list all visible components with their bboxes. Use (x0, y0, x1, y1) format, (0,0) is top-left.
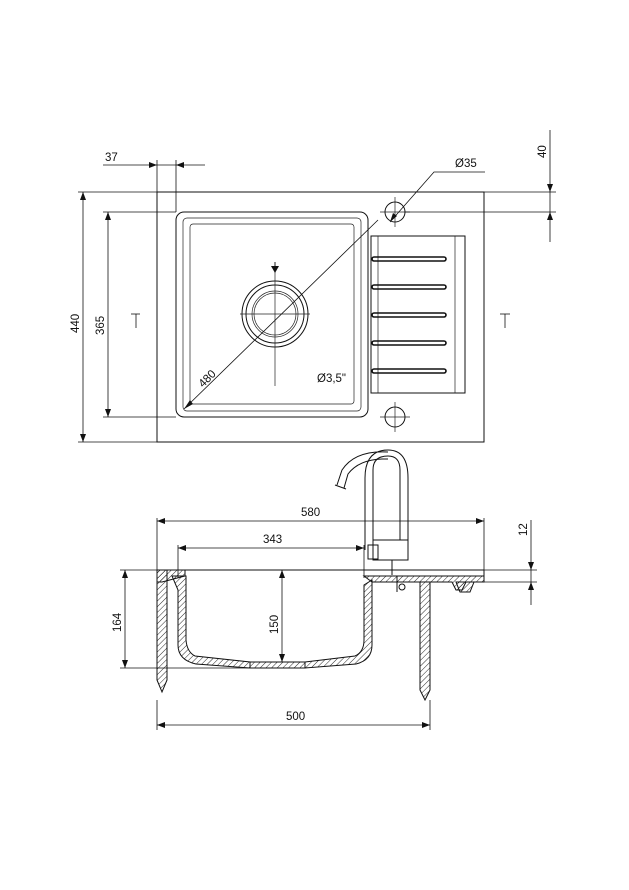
dim-40-label: 40 (537, 145, 549, 158)
dim-drain-label: Ø3,5" (317, 373, 346, 385)
dim-12-label: 12 (518, 523, 530, 536)
dim-164-label: 164 (112, 612, 124, 632)
dim-440-label: 440 (70, 314, 82, 333)
sink-section (156, 569, 485, 702)
faucet-icon (334, 449, 409, 575)
dim-37-label: 37 (105, 152, 118, 164)
overflow-hole-icon (380, 402, 410, 432)
sink-outline (156, 191, 485, 443)
drainboard-ribs (371, 256, 447, 374)
side-view (120, 449, 537, 730)
bowl-outline (175, 211, 369, 418)
dim-150-label: 150 (269, 615, 281, 634)
drain-icon (240, 262, 310, 386)
dim-500-label: 500 (286, 711, 305, 723)
top-view (78, 130, 556, 443)
dim-580-label: 580 (301, 507, 320, 519)
dim-480-label: 480 (197, 368, 219, 390)
dim-hole-label: Ø35 (455, 158, 477, 170)
drainboard (370, 235, 466, 394)
dim-343-label: 343 (263, 534, 282, 546)
bowl-inner-outline (182, 217, 362, 412)
dim-365-label: 365 (95, 316, 107, 335)
